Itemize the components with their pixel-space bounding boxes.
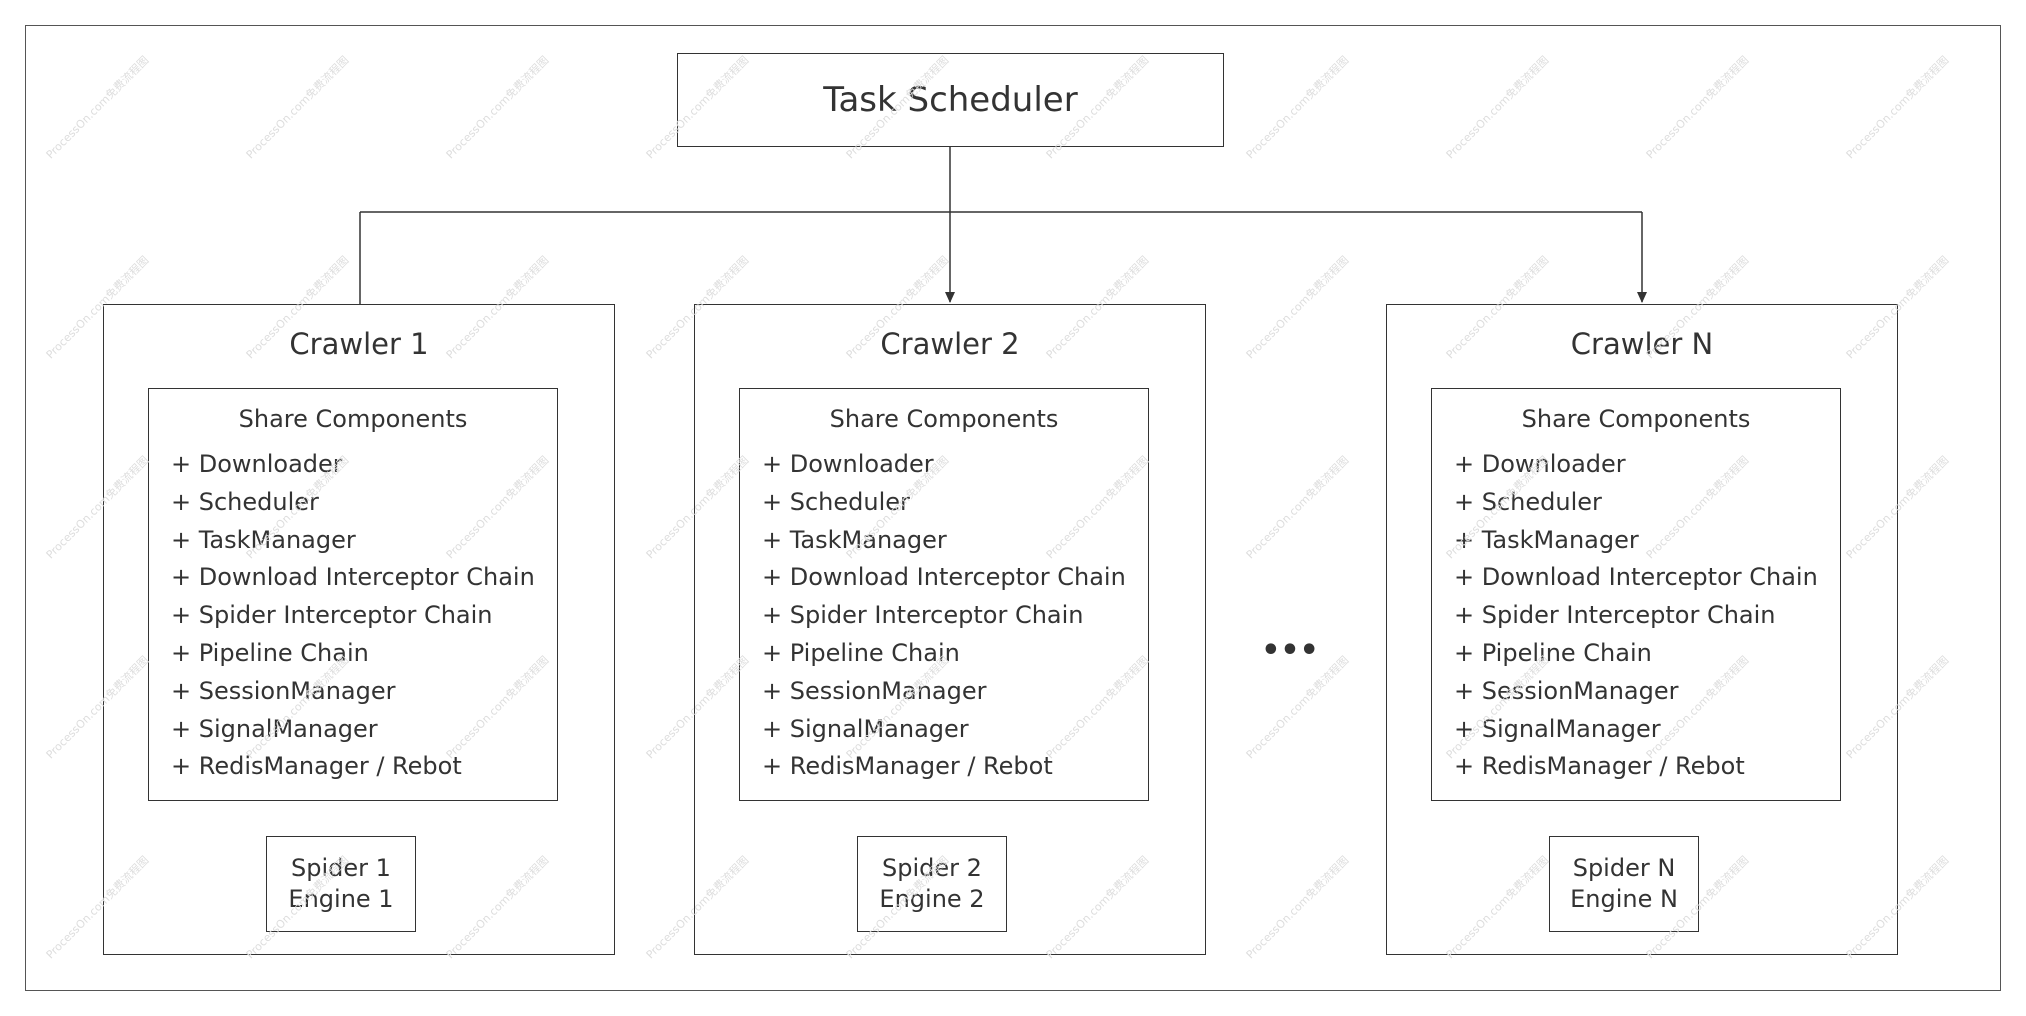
component-item: + TaskManager [1454, 525, 1639, 554]
component-item: + Download Interceptor Chain [1454, 563, 1818, 592]
component-item: + Scheduler [762, 487, 910, 516]
component-list: + Downloader + Scheduler + TaskManager +… [1454, 446, 1818, 786]
component-item: + SessionManager [762, 676, 987, 705]
more-crawlers-ellipsis: ••• [1261, 633, 1319, 668]
component-item: + Download Interceptor Chain [762, 563, 1126, 592]
crawler-box-1: Crawler 1 Share Components + Downloader … [103, 304, 615, 955]
component-item: + Scheduler [1454, 487, 1602, 516]
crawler-box-n: Crawler N Share Components + Downloader … [1386, 304, 1898, 955]
component-list: + Downloader + Scheduler + TaskManager +… [762, 446, 1126, 786]
engine-label: Engine N [1570, 885, 1678, 913]
share-components-box: Share Components + Downloader + Schedule… [148, 388, 558, 801]
crawler-title: Crawler 2 [880, 327, 1020, 361]
component-item: + SessionManager [1454, 676, 1679, 705]
component-item: + Download Interceptor Chain [171, 563, 535, 592]
spider-label: Spider 2 [882, 854, 982, 882]
component-item: + Downloader [1454, 450, 1626, 478]
share-components-box: Share Components + Downloader + Schedule… [739, 388, 1149, 801]
spider-label: Spider 1 [291, 854, 391, 882]
component-item: + Pipeline Chain [762, 638, 960, 667]
spider-label: Spider N [1572, 854, 1676, 882]
component-item: + Spider Interceptor Chain [171, 601, 493, 630]
diagram-frame [25, 25, 2001, 991]
component-item: + Spider Interceptor Chain [762, 601, 1084, 630]
component-item: + Pipeline Chain [1454, 638, 1652, 667]
crawler-title: Crawler 1 [289, 327, 429, 361]
component-item: + RedisManager / Rebot [762, 752, 1053, 781]
component-item: + Pipeline Chain [171, 638, 369, 667]
task-scheduler-box: Task Scheduler [677, 53, 1224, 147]
component-item: + SignalManager [171, 714, 378, 743]
component-item: + SessionManager [171, 676, 396, 705]
component-list: + Downloader + Scheduler + TaskManager +… [171, 446, 535, 786]
share-components-title: Share Components [238, 405, 468, 433]
component-item: + SignalManager [1454, 714, 1661, 743]
crawler-box-2: Crawler 2 Share Components + Downloader … [694, 304, 1206, 955]
spider-engine-box: Spider 2 Engine 2 [857, 836, 1007, 932]
spider-engine-box: Spider 1 Engine 1 [266, 836, 416, 932]
engine-label: Engine 2 [879, 885, 985, 913]
component-item: + Downloader [171, 450, 343, 478]
task-scheduler-label: Task Scheduler [823, 80, 1078, 120]
engine-label: Engine 1 [288, 885, 394, 913]
component-item: + RedisManager / Rebot [171, 752, 462, 781]
component-item: + TaskManager [171, 525, 356, 554]
spider-engine-box: Spider N Engine N [1549, 836, 1699, 932]
share-components-title: Share Components [829, 405, 1059, 433]
component-item: + TaskManager [762, 525, 947, 554]
component-item: + RedisManager / Rebot [1454, 752, 1745, 781]
share-components-title: Share Components [1521, 405, 1751, 433]
share-components-box: Share Components + Downloader + Schedule… [1431, 388, 1841, 801]
component-item: + Spider Interceptor Chain [1454, 601, 1776, 630]
crawler-title: Crawler N [1570, 327, 1714, 361]
component-item: + Scheduler [171, 487, 319, 516]
component-item: + SignalManager [762, 714, 969, 743]
component-item: + Downloader [762, 450, 934, 478]
